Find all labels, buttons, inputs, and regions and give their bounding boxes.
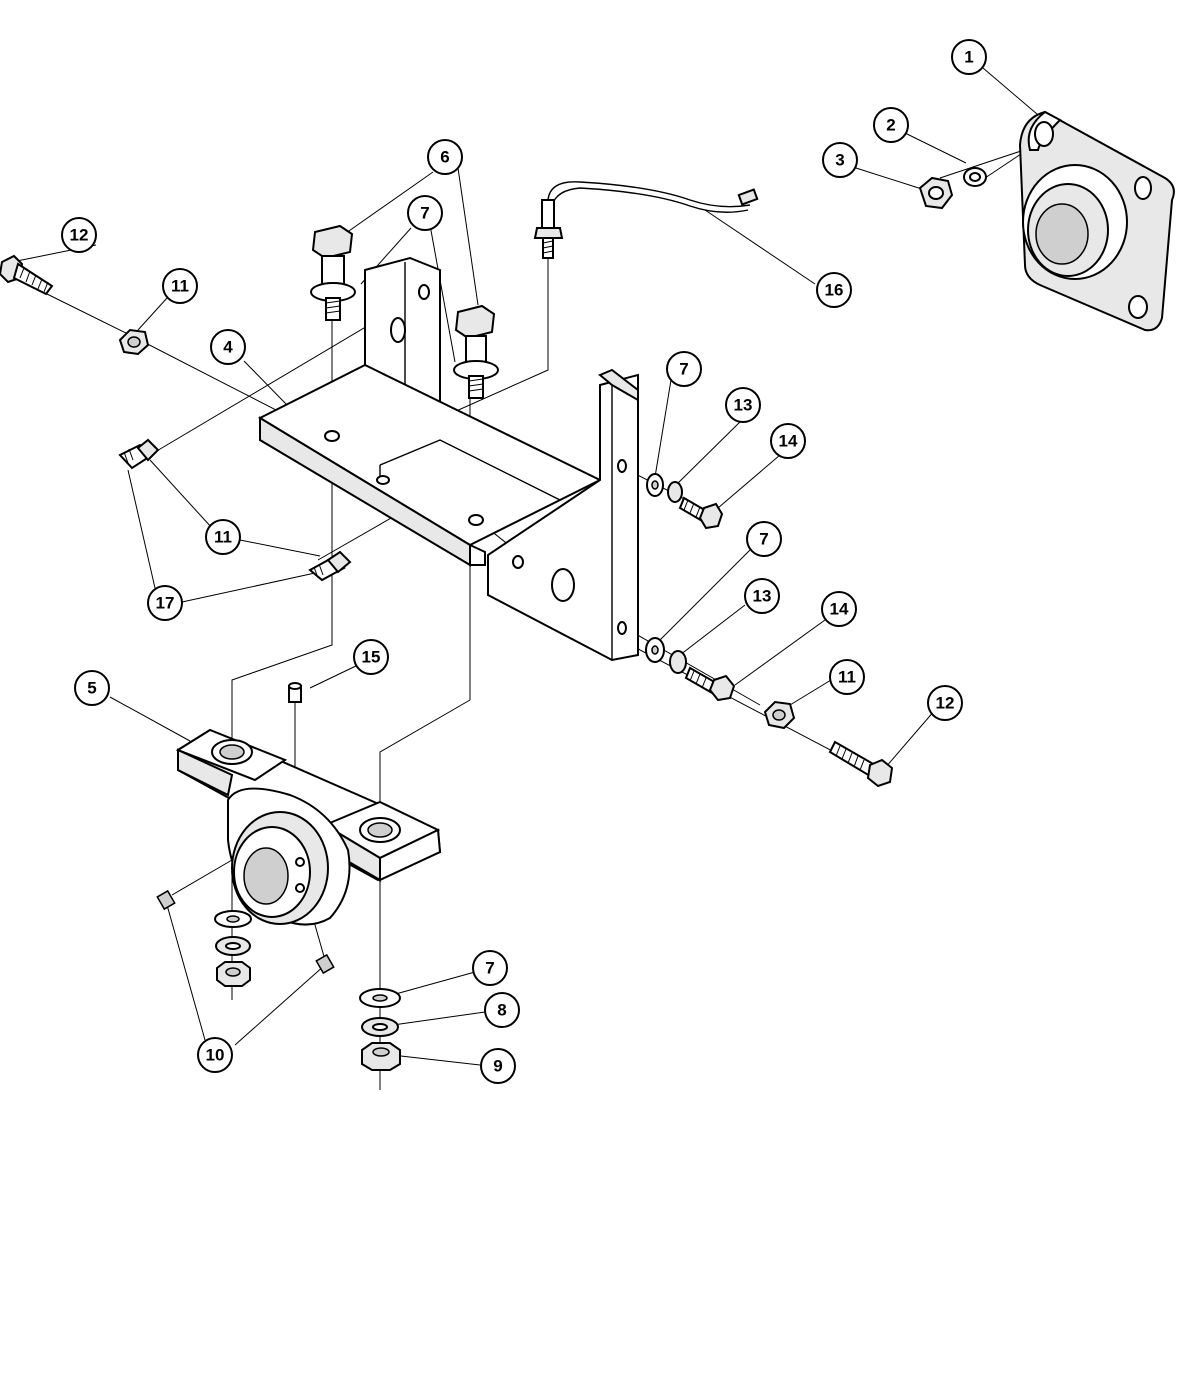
mounting-bracket <box>257 256 639 662</box>
svg-text:17: 17 <box>156 594 175 613</box>
svg-text:12: 12 <box>70 226 89 245</box>
svg-text:8: 8 <box>497 1001 506 1020</box>
svg-text:7: 7 <box>485 959 494 978</box>
hex-nut-icon <box>918 176 954 210</box>
callout-7d: 7 <box>472 950 508 986</box>
washer-bolt-lower-right <box>645 637 736 702</box>
callout-11a: 11 <box>162 268 198 304</box>
svg-text:1: 1 <box>964 48 973 67</box>
callout-14b: 14 <box>821 591 857 627</box>
svg-text:5: 5 <box>87 679 96 698</box>
washer-stack-left <box>214 910 252 987</box>
grease-fitting-right <box>308 550 352 582</box>
pin-icon <box>288 682 302 703</box>
callout-3: 3 <box>822 142 858 178</box>
svg-text:11: 11 <box>171 277 189 296</box>
callout-6: 6 <box>427 139 463 175</box>
svg-text:11: 11 <box>214 528 232 547</box>
svg-text:11: 11 <box>838 668 856 687</box>
hex-bolt-top-right <box>453 304 499 399</box>
svg-text:14: 14 <box>830 600 849 619</box>
svg-text:14: 14 <box>779 432 798 451</box>
washer-icon <box>963 167 987 187</box>
callout-13b: 13 <box>744 578 780 614</box>
callouts: 1 2 3 4 5 6 7 7 7 7 8 9 10 11 11 11 12 1… <box>61 39 987 1084</box>
callout-8: 8 <box>484 992 520 1028</box>
callout-15: 15 <box>353 639 389 675</box>
callout-10: 10 <box>197 1037 233 1073</box>
grease-fitting-left <box>118 438 160 470</box>
svg-text:13: 13 <box>753 587 772 606</box>
washer-bolt-upper-right <box>646 473 724 530</box>
set-screw-right <box>315 953 335 975</box>
callout-16: 16 <box>816 272 852 308</box>
svg-text:15: 15 <box>362 648 381 667</box>
callout-11b: 11 <box>205 519 241 555</box>
sensor-cable <box>533 181 759 259</box>
callout-12b: 12 <box>927 685 963 721</box>
callout-7b: 7 <box>666 351 702 387</box>
callout-17: 17 <box>147 585 183 621</box>
svg-text:12: 12 <box>936 694 955 713</box>
svg-text:7: 7 <box>759 530 768 549</box>
svg-text:4: 4 <box>223 338 233 357</box>
svg-text:13: 13 <box>734 396 753 415</box>
long-bolt-left <box>0 254 54 296</box>
pillow-block-bearing <box>175 728 442 926</box>
svg-text:10: 10 <box>206 1046 225 1065</box>
callout-14a: 14 <box>770 423 806 459</box>
svg-text:7: 7 <box>679 360 688 379</box>
callout-12a: 12 <box>61 217 97 253</box>
washer-stack-right <box>359 988 401 1071</box>
callout-1: 1 <box>951 39 987 75</box>
callout-4: 4 <box>210 329 246 365</box>
flange-bearing <box>1018 110 1175 332</box>
svg-text:16: 16 <box>825 281 844 300</box>
svg-text:6: 6 <box>440 148 449 167</box>
callout-11c: 11 <box>829 659 865 695</box>
callout-7c: 7 <box>746 521 782 557</box>
hex-nut-11b <box>763 700 796 730</box>
callout-7a: 7 <box>407 195 443 231</box>
hex-nut-11a <box>118 328 150 356</box>
callout-2: 2 <box>873 107 909 143</box>
callout-5: 5 <box>74 670 110 706</box>
hex-bolt-top-left <box>310 224 356 321</box>
svg-text:3: 3 <box>835 151 844 170</box>
svg-text:9: 9 <box>493 1057 502 1076</box>
svg-text:2: 2 <box>886 116 895 135</box>
callout-9: 9 <box>480 1048 516 1084</box>
set-screw-left <box>156 889 176 911</box>
callout-13a: 13 <box>725 387 761 423</box>
long-bolt-right <box>828 740 894 788</box>
svg-text:7: 7 <box>420 204 429 223</box>
